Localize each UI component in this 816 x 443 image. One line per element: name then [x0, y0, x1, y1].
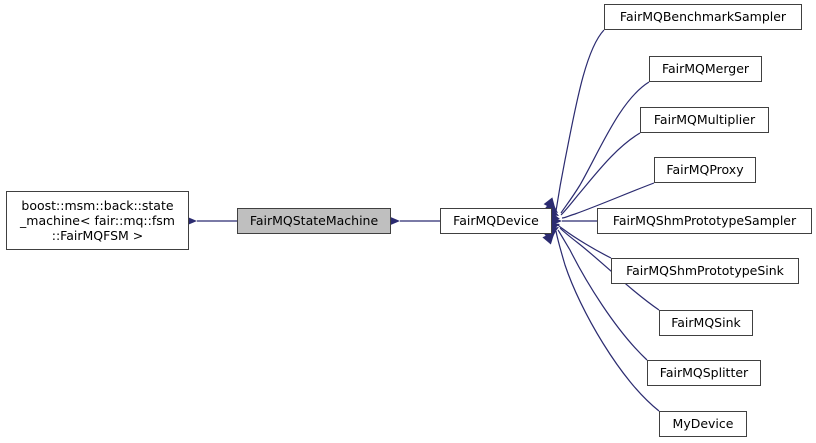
class-node-label: boost::msm::back::state _machine< fair::…	[20, 198, 175, 243]
inheritance-edge	[560, 132, 641, 216]
class-node-fairmq-sink[interactable]: FairMQSink	[659, 310, 753, 336]
class-node-label: FairMQSplitter	[659, 365, 749, 380]
class-node-label: FairMQMerger	[661, 61, 750, 76]
class-node-label: MyDevice	[672, 416, 734, 431]
class-node-label: FairMQProxy	[666, 162, 744, 177]
class-node-fairmq-device[interactable]: FairMQDevice	[440, 208, 552, 234]
inheritance-edge	[560, 81, 650, 214]
class-node-fairmq-state-machine[interactable]: FairMQStateMachine	[237, 208, 391, 234]
class-node-label: FairMQMultiplier	[653, 112, 756, 127]
class-node-label: FairMQStateMachine	[249, 213, 379, 228]
class-node-label: FairMQShmPrototypeSampler	[612, 213, 797, 228]
class-node-fairmq-multiplier[interactable]: FairMQMultiplier	[640, 107, 769, 133]
class-node-my-device[interactable]: MyDevice	[659, 411, 747, 437]
class-node-label: FairMQDevice	[453, 213, 539, 228]
class-node-fairmq-shm-prototype-sink[interactable]: FairMQShmPrototypeSink	[611, 258, 799, 284]
class-node-fairmq-shm-prototype-sampler[interactable]: FairMQShmPrototypeSampler	[597, 208, 812, 234]
inheritance-edge	[555, 29, 605, 212]
inheritance-edge	[557, 229, 648, 361]
class-node-fairmq-benchmark-sampler[interactable]: FairMQBenchmarkSampler	[604, 4, 802, 30]
class-node-fairmq-merger[interactable]: FairMQMerger	[649, 56, 762, 82]
class-node-label: FairMQSink	[671, 315, 741, 330]
class-node-label: FairMQBenchmarkSampler	[619, 9, 787, 24]
class-node-label: FairMQShmPrototypeSink	[626, 263, 784, 278]
class-node-fairmq-proxy[interactable]: FairMQProxy	[654, 157, 756, 183]
class-node-boost-state-machine[interactable]: boost::msm::back::state _machine< fair::…	[6, 191, 189, 250]
class-node-fairmq-splitter[interactable]: FairMQSplitter	[647, 360, 761, 386]
